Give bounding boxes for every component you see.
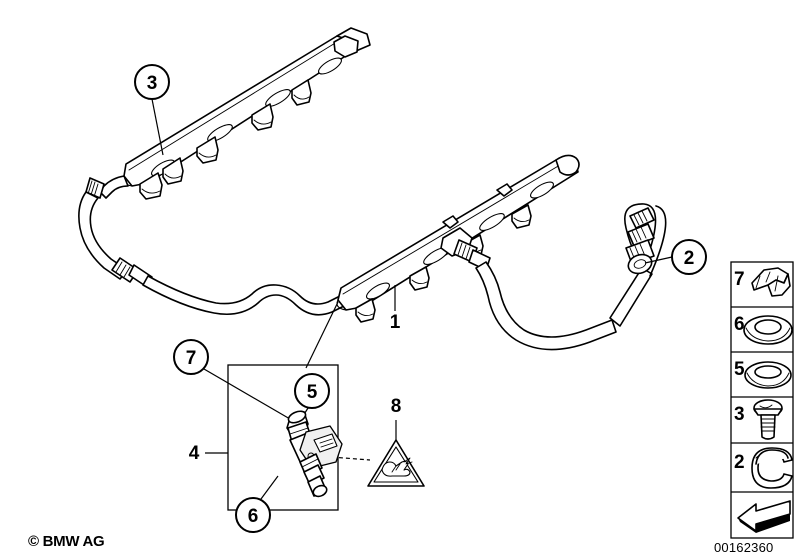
- hose-quick-connector: [624, 203, 667, 277]
- callout-6-label: 6: [248, 506, 259, 527]
- esd-warning-triangle: [367, 439, 425, 487]
- callout-4-label: 4: [189, 443, 200, 464]
- callout-2[interactable]: 2: [671, 239, 707, 275]
- callout-circles: 3 2 7 5 6 1 4 8: [134, 64, 707, 533]
- callout-7[interactable]: 7: [173, 339, 209, 375]
- lower-fuel-hose-right: [475, 261, 653, 351]
- diagram-number: 00162360: [714, 540, 774, 555]
- legend-number-5: 5: [734, 359, 745, 380]
- legend-number-6: 6: [734, 314, 745, 335]
- legend-row-2[interactable]: 2: [734, 447, 793, 489]
- o-ring-small-icon: [744, 361, 792, 389]
- legend-row-arrow[interactable]: [737, 500, 791, 533]
- legend-number-3: 3: [734, 404, 745, 425]
- upper-fuel-hose: [78, 177, 345, 316]
- fuel-injector: [286, 410, 343, 498]
- rail-tee-connector: [440, 227, 491, 271]
- callout-8-label: 8: [391, 396, 402, 417]
- callout-2-label: 2: [684, 248, 695, 269]
- upper-fuel-rail: [99, 27, 371, 200]
- callout-5-label: 5: [307, 382, 318, 403]
- callout-leaders: [151, 98, 673, 500]
- injector-detail-box: [227, 364, 343, 511]
- o-ring-large-icon: [743, 315, 793, 345]
- callout-3-label: 3: [147, 73, 158, 94]
- screw-icon: [753, 399, 783, 440]
- legend-row-6[interactable]: 6: [734, 314, 793, 345]
- static-sensitive-hand-icon: [381, 457, 413, 477]
- legend-number-7: 7: [734, 269, 745, 290]
- callout-7-label: 7: [186, 348, 197, 369]
- legend-row-3[interactable]: 3: [734, 399, 783, 440]
- retaining-clip-icon: [751, 267, 791, 297]
- callout-5[interactable]: 5: [294, 373, 330, 409]
- legend-row-7[interactable]: 7: [734, 267, 791, 297]
- copyright-notice: © BMW AG: [28, 533, 105, 550]
- legend-number-2: 2: [734, 452, 745, 473]
- legend-panel: 7 6 5: [730, 261, 794, 539]
- clamp-ring-icon: [751, 447, 793, 489]
- legend-row-5[interactable]: 5: [734, 359, 792, 389]
- callout-3[interactable]: 3: [134, 64, 170, 100]
- arrow-pointer-icon: [737, 500, 791, 533]
- callout-6[interactable]: 6: [235, 497, 271, 533]
- callout-1-label: 1: [390, 312, 401, 333]
